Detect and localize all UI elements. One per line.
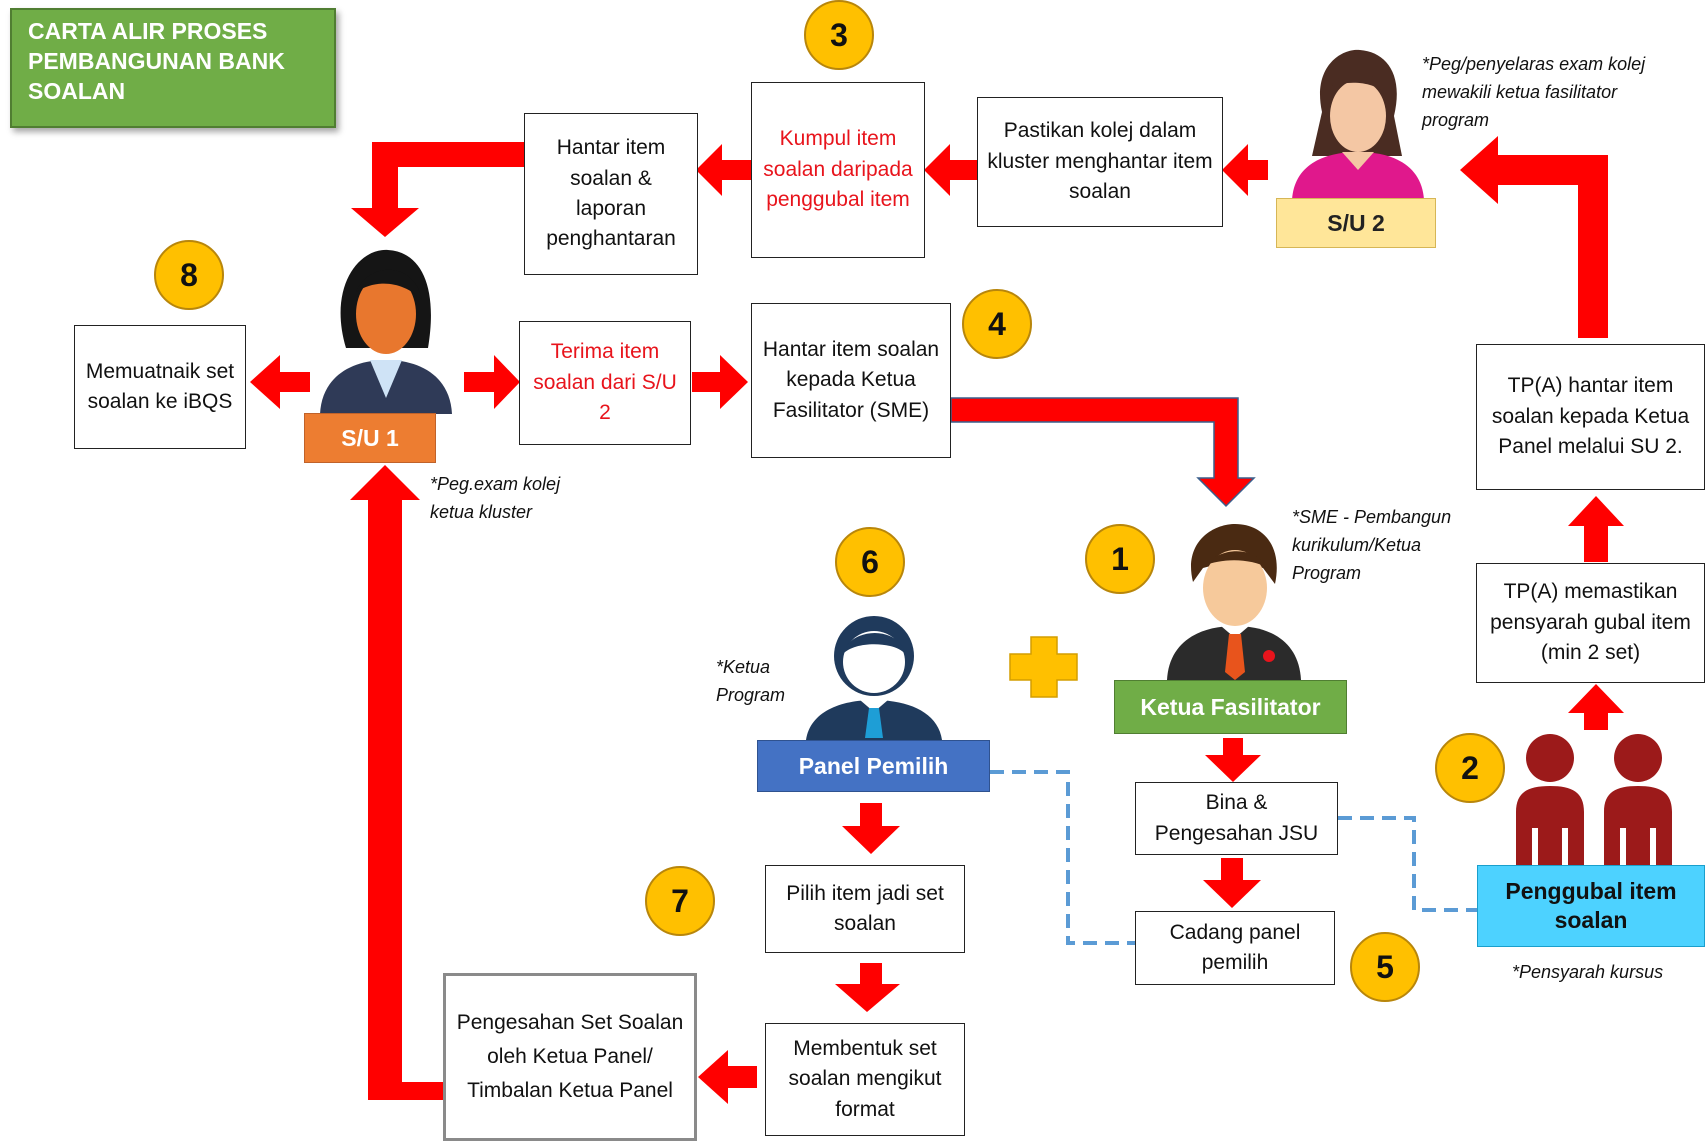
note-su1: *Peg.exam kolej ketua kluster: [430, 474, 561, 522]
chart-title: CARTA ALIR PROSES PEMBANGUNAN BANK SOALA…: [10, 8, 336, 128]
step-bina-pengesahan: Bina & Pengesahan JSU: [1135, 782, 1338, 855]
arrow-panel-to-pilih: [842, 803, 900, 854]
step-terima-item: Terima item soalan dari S/U 2: [519, 321, 691, 445]
step-hantar-item-laporan: Hantar item soalan & laporan penghantara…: [524, 113, 698, 275]
step-badge-8: 8: [154, 240, 224, 310]
step-badge-7: 7: [645, 866, 715, 936]
step-badge-3: 3: [804, 0, 874, 70]
arrow-tpa-to-su2: [1460, 136, 1608, 338]
arrow-pengesahan-to-su1: [350, 465, 443, 1100]
ketua-fasilitator-label: Ketua Fasilitator: [1114, 680, 1347, 734]
dashed-link-bina-to-penggubal: [1338, 816, 1478, 912]
step-badge-6: 6: [835, 527, 905, 597]
note-pensyarah: *Pensyarah kursus: [1512, 962, 1664, 982]
step-badge-1: 1: [1085, 524, 1155, 594]
su2-label: S/U 2: [1276, 198, 1436, 248]
arrow-hantar-to-su1: [351, 142, 524, 237]
arrow-penggubal-up: [1568, 684, 1624, 730]
step-kumpul-item: Kumpul item soalan daripada penggubal it…: [751, 82, 925, 258]
people-group-icon: [1516, 734, 1672, 878]
step-badge-2: 2: [1435, 733, 1505, 803]
step-pengesahan-set: Pengesahan Set Soalan oleh Ketua Panel/ …: [443, 973, 697, 1141]
step-badge-4: 4: [962, 289, 1032, 359]
woman-icon: [1292, 49, 1424, 200]
arrow-su1-to-terima: [464, 355, 520, 409]
step-membentuk-set: Membentuk set soalan mengikut format: [765, 1023, 965, 1136]
plus-icon: [1009, 636, 1078, 698]
arrow-bina-to-cadang: [1203, 858, 1261, 908]
dashed-link-panel-to-cadang: [990, 770, 1136, 945]
penggubal-label: Penggubal item soalan: [1477, 865, 1705, 947]
step-tpa-hantar: TP(A) hantar item soalan kepada Ketua Pa…: [1476, 344, 1705, 490]
note-su2: *Peg/penyelaras exam kolej mewakili ketu…: [1422, 54, 1646, 130]
arrow-memastikan-up: [1568, 496, 1624, 562]
step-pilih-item: Pilih item jadi set soalan: [765, 865, 965, 953]
arrow-pastikan-to-kumpul: [924, 144, 977, 196]
businesswoman-icon: [320, 249, 452, 414]
step-badge-5: 5: [1350, 932, 1420, 1002]
note-sme: *SME - Pembangun kurikulum/Ketua Program: [1292, 507, 1452, 583]
arrow-kumpul-to-hantar: [696, 144, 751, 196]
arrow-terima-to-sme: [692, 355, 748, 409]
step-hantar-item-sme: Hantar item soalan kepada Ketua Fasilita…: [751, 303, 951, 458]
panel-pemilih-label: Panel Pemilih: [757, 740, 990, 792]
man-icon: [806, 616, 942, 740]
businessman-icon: [1167, 524, 1301, 680]
arrow-sme-to-ketua: [950, 397, 1256, 508]
arrow-ketua-to-bina: [1205, 738, 1261, 782]
note-ketua-program: *Ketua Program: [716, 657, 786, 705]
step-tpa-memastikan: TP(A) memastikan pensyarah gubal item (m…: [1476, 563, 1705, 683]
step-cadang-panel: Cadang panel pemilih: [1135, 911, 1335, 985]
arrow-pilih-to-membentuk: [835, 963, 900, 1012]
arrow-membentuk-to-pengesahan: [698, 1050, 757, 1104]
step-memuatnaik: Memuatnaik set soalan ke iBQS: [74, 325, 246, 449]
arrow-su2-to-pastikan: [1222, 144, 1268, 196]
su1-label: S/U 1: [304, 413, 436, 463]
arrow-su1-to-memuatnaik: [250, 355, 310, 409]
step-pastikan-kolej: Pastikan kolej dalam kluster menghantar …: [977, 97, 1223, 227]
